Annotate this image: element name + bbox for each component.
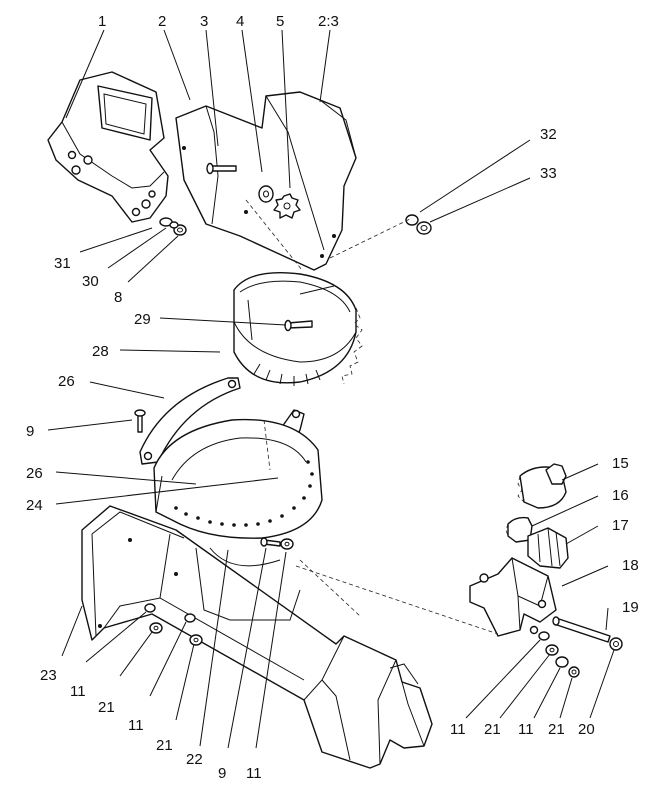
auger-housing-23 (81, 505, 433, 769)
bolt-9-lower (260, 537, 281, 547)
callout-23: 23 (40, 667, 57, 684)
bolt-9-upper (134, 409, 146, 433)
bracket-18 (469, 557, 557, 637)
washer-4 (258, 185, 274, 203)
callout-30: 30 (82, 273, 99, 290)
callout-11-b: 11 (128, 717, 144, 734)
nut-8 (169, 221, 187, 236)
nut-21-right-b (568, 666, 580, 678)
callout-labels: 1 2 3 4 5 2:3 32 33 31 30 8 29 28 26 9 2… (26, 13, 639, 782)
nut-21-left (149, 622, 163, 634)
washer-11-mid (184, 613, 196, 623)
callout-26-upper: 26 (58, 373, 75, 390)
callout-19: 19 (622, 599, 639, 616)
callout-21-a: 21 (98, 699, 115, 716)
callout-11-d: 11 (450, 721, 466, 738)
bolt-3 (206, 162, 237, 175)
callout-11-a: 11 (70, 683, 86, 700)
nut-33 (416, 221, 432, 235)
gear-5 (273, 193, 301, 219)
washer-11-lower-mid (280, 538, 294, 550)
washer-11-right-a (538, 631, 550, 641)
callout-33: 33 (540, 165, 557, 182)
callout-3: 3 (200, 13, 208, 30)
pinion-16 (505, 516, 533, 543)
callout-11-e: 11 (518, 721, 534, 738)
gear-15 (517, 463, 567, 509)
callout-2: 2 (158, 13, 166, 30)
callout-18: 18 (622, 557, 639, 574)
callout-22: 22 (186, 751, 203, 768)
callout-16: 16 (612, 487, 629, 504)
callout-2-3: 2:3 (318, 13, 339, 30)
callout-5: 5 (276, 13, 284, 30)
callout-32: 32 (540, 126, 557, 143)
gear-17 (527, 527, 569, 569)
callout-28: 28 (92, 343, 109, 360)
callout-29: 29 (134, 311, 151, 328)
callout-24: 24 (26, 497, 43, 514)
callout-9-lower: 9 (218, 765, 226, 782)
callout-26-lower: 26 (26, 465, 43, 482)
upper-deflector (47, 71, 169, 223)
callout-4: 4 (236, 13, 244, 30)
bolt-29 (284, 319, 313, 332)
alignment-lines (245, 199, 499, 635)
nut-21-mid (189, 634, 203, 646)
discharge-chute (175, 91, 357, 271)
upper-clamp-26 (139, 377, 241, 465)
leader-lines (47, 29, 615, 749)
washer-32 (405, 214, 419, 226)
nut-20 (609, 637, 623, 651)
callout-21-d: 21 (548, 721, 565, 738)
callout-11-c: 11 (246, 765, 262, 782)
washer-11-left (144, 603, 156, 613)
callout-15: 15 (612, 455, 629, 472)
callout-8: 8 (114, 289, 122, 306)
callout-1: 1 (98, 13, 106, 30)
ring-gear-28 (233, 272, 363, 386)
callout-21-c: 21 (484, 721, 501, 738)
callout-20: 20 (578, 721, 595, 738)
nut-21-right-a (545, 644, 559, 656)
flange-base-24 (153, 418, 323, 539)
shaft-19 (552, 616, 611, 643)
washer-11-right-b (555, 656, 569, 668)
callout-31: 31 (54, 255, 71, 272)
callout-9-upper: 9 (26, 423, 34, 440)
callout-17: 17 (612, 517, 629, 534)
callout-21-b: 21 (156, 737, 173, 754)
